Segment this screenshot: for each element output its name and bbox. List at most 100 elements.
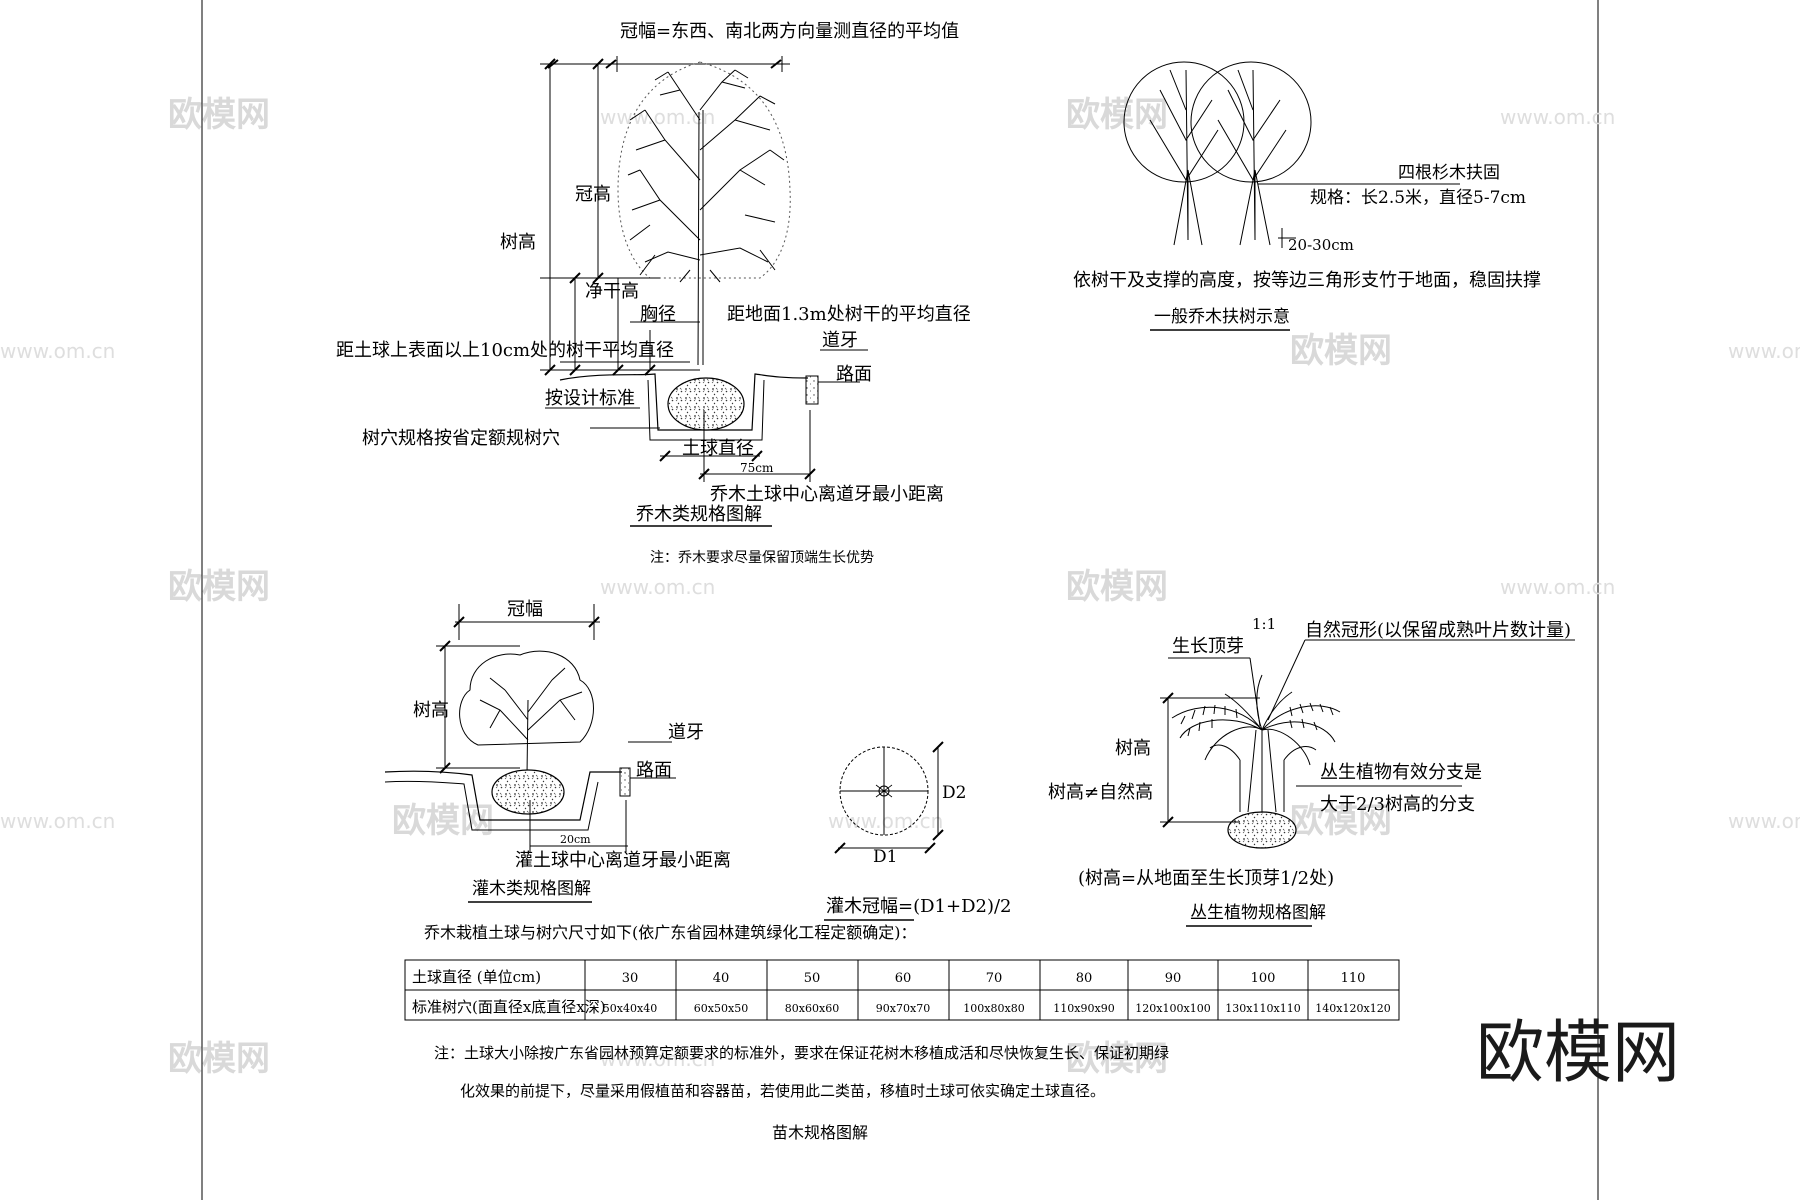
clump-spec-title: 丛生植物规格图解: [1190, 903, 1326, 923]
watermark-cn: 欧模网: [168, 567, 270, 607]
clear-trunk-height-label: 净干高: [585, 281, 639, 302]
watermark-url: www.om.cn: [0, 809, 115, 833]
sheet-title: 苗木规格图解: [772, 1123, 868, 1142]
palm-fronds-icon: [1172, 675, 1340, 812]
dim-20-label: 20cm: [560, 833, 591, 846]
watermark-cn: 欧模网: [1290, 801, 1392, 841]
tree-spec-diagram: 冠幅=东西、南北两方向量测直径的平均值 冠高 树高 净干高 胸径 距地面1.3m…: [336, 21, 971, 566]
table-cell: 60x50x50: [694, 1002, 748, 1015]
watermark-url: www.om.cn: [600, 105, 715, 129]
shrub-crown-d1: D1: [873, 847, 897, 867]
stake-dim: 20-30cm: [1288, 236, 1354, 254]
shrub-min-distance-label: 灌土球中心离道牙最小距离: [515, 850, 731, 871]
watermark-url: www.om.cn: [1500, 575, 1615, 599]
shrub-curb: [620, 768, 630, 796]
dim-75-label: 75cm: [740, 461, 774, 475]
clump-soil-ball: [1228, 812, 1296, 848]
ball-diameter-label: 土球直径: [682, 438, 754, 459]
clump-natural-crown: 自然冠形(以保留成熟叶片数计量): [1305, 620, 1571, 641]
clump-branch-1: 丛生植物有效分支是: [1320, 762, 1482, 783]
table-cell: 120x100x100: [1135, 1002, 1210, 1015]
clump-branch-2: 大于2/3树高的分支: [1320, 794, 1475, 815]
watermark-cn: 欧模网: [1290, 331, 1392, 371]
tree-pit: [560, 374, 808, 430]
table-row-label-pit: 标准树穴(面直径x底直径x深): [412, 998, 606, 1016]
watermark-url: www.om.cn: [1728, 809, 1800, 833]
base-diameter-note: 距土球上表面以上10cm处的树干平均直径: [336, 340, 674, 361]
table-cell: 50x40x40: [603, 1002, 657, 1015]
clump-height-definition: (树高=从地面至生长顶芽1/2处): [1078, 868, 1334, 889]
watermark-url: www.om.cn: [1728, 339, 1800, 363]
stake-tree-crown-right: [1191, 62, 1311, 182]
table-cell: 130x110x110: [1225, 1002, 1300, 1015]
table-cell: 110: [1341, 971, 1366, 986]
tree-soil-ball: [668, 378, 744, 430]
clump-plant-diagram: 1:1 自然冠形(以保留成熟叶片数计量) 生长顶芽 树高 树高≠自然高 丛生植物…: [1048, 615, 1575, 926]
shrub-road-label: 路面: [636, 760, 672, 781]
clump-scale: 1:1: [1252, 615, 1276, 633]
table-cell: 100x80x80: [963, 1002, 1024, 1015]
stake-label-1: 四根杉木扶固: [1398, 163, 1500, 183]
watermark-cn: 欧模网: [1066, 1039, 1168, 1079]
shrub-diagram: 冠幅 树高 道牙 路面 20cm 灌土球中心离道牙最小距离 灌木类规格图解: [385, 599, 731, 902]
table-row-label-diameter: 土球直径 (单位cm): [412, 968, 541, 986]
tree-crown-icon: [618, 62, 790, 365]
shrub-soil-ball: [492, 770, 564, 814]
watermark-url: www.om.cn: [1500, 105, 1615, 129]
stake-description: 依树干及支撑的高度，按等边三角形支竹于地面，稳固扶撑: [1073, 270, 1541, 291]
table-cell: 100: [1251, 971, 1276, 986]
watermark-cn: 欧模网: [392, 801, 494, 841]
tree-height-label: 树高: [500, 232, 536, 253]
brand-logo: 欧模网: [1476, 1014, 1680, 1093]
pit-note: 树穴规格按省定额规树穴: [362, 428, 560, 449]
table-cell: 50: [804, 971, 821, 986]
min-distance-label: 乔木土球中心离道牙最小距离: [710, 484, 944, 505]
table-cell: 70: [986, 971, 1003, 986]
tree-curb: [806, 376, 818, 404]
shrub-crown-width-label: 冠幅: [507, 599, 543, 620]
shrub-spec-title: 灌木类规格图解: [472, 879, 591, 899]
tree-spec-note: 注：乔木要求尽量保留顶端生长优势: [650, 550, 874, 566]
soil-ball-table: [405, 960, 1399, 1020]
watermark-cn: 欧模网: [1066, 95, 1168, 135]
table-caption: 乔木栽植土球与树穴尺寸如下(依广东省园林建筑绿化工程定额确定)：: [424, 923, 917, 942]
table-cell: 110x90x90: [1053, 1002, 1114, 1015]
tree-road-label: 路面: [836, 364, 872, 385]
per-design-label: 按设计标准: [545, 388, 635, 409]
bottom-note-line-2: 化效果的前提下，尽量采用假植苗和容器苗，若使用此二类苗，移植时土球可依实确定土球…: [460, 1082, 1105, 1100]
stake-title: 一般乔木扶树示意: [1154, 307, 1290, 327]
watermark-url: www.om.cn: [0, 339, 115, 363]
table-cell: 60: [895, 971, 912, 986]
watermark-url: www.om.cn: [828, 809, 943, 833]
tree-curb-label: 道牙: [822, 330, 858, 351]
crown-width-note: 冠幅=东西、南北两方向量测直径的平均值: [620, 21, 959, 42]
table-cell: 90x70x70: [876, 1002, 930, 1015]
shrub-curb-label: 道牙: [668, 722, 704, 743]
dbh-note: 距地面1.3m处树干的平均直径: [727, 304, 971, 325]
tree-spec-title: 乔木类规格图解: [636, 504, 762, 525]
shrub-crown-icon: [460, 651, 594, 775]
clump-height-label: 树高: [1115, 738, 1151, 759]
watermark-url: www.om.cn: [600, 575, 715, 599]
shrub-crown-plan: D2 D1 灌木冠幅=(D1+D2)/2: [824, 742, 1012, 920]
table-cell: 90: [1165, 971, 1182, 986]
clump-height-ne-label: 树高≠自然高: [1048, 782, 1153, 803]
watermark-cn: 欧模网: [168, 1039, 270, 1079]
table-cell: 80: [1076, 971, 1093, 986]
table-cell: 140x120x120: [1315, 1002, 1390, 1015]
dbh-label: 胸径: [640, 304, 676, 325]
stake-label-2: 规格：长2.5米，直径5-7cm: [1310, 188, 1526, 208]
watermark-cn: 欧模网: [168, 95, 270, 135]
watermark-cn: 欧模网: [1066, 567, 1168, 607]
shrub-height-label: 树高: [413, 700, 449, 721]
crown-height-label: 冠高: [575, 184, 611, 205]
table-cell: 30: [622, 971, 639, 986]
bottom-note-line-1: 注：土球大小除按广东省园林预算定额要求的标准外，要求在保证花树木移植成活和尽快恢…: [434, 1044, 1169, 1062]
table-cell: 40: [713, 971, 730, 986]
shrub-crown-formula: 灌木冠幅=(D1+D2)/2: [826, 896, 1012, 917]
stake-diagram: [1124, 62, 1460, 248]
shrub-crown-d2: D2: [942, 783, 966, 803]
watermark-url: www.om.cn: [600, 1047, 715, 1071]
watermarks: 欧模网 www.om.cn 欧模网 www.om.cn www.om.cn 欧模…: [0, 95, 1800, 1079]
